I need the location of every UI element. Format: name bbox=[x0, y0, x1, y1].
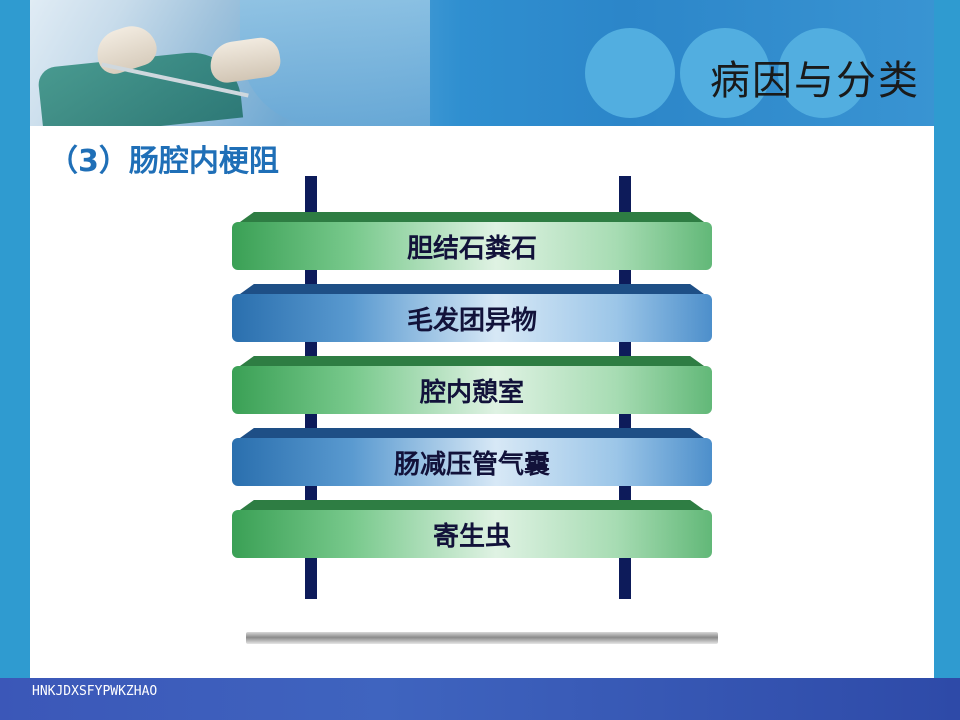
base-shadow bbox=[246, 632, 718, 644]
header-banner: 病因与分类 bbox=[0, 0, 960, 126]
cause-label: 腔内憩室 bbox=[419, 377, 524, 408]
cause-label: 胆结石粪石 bbox=[406, 233, 537, 264]
footer-band bbox=[0, 678, 960, 720]
cause-label: 寄生虫 bbox=[432, 521, 511, 552]
surgery-photo bbox=[0, 0, 430, 126]
decor-circle bbox=[585, 28, 675, 118]
cause-bar: 毛发团异物 bbox=[232, 284, 712, 342]
cause-bar: 胆结石粪石 bbox=[232, 212, 712, 270]
cause-label: 毛发团异物 bbox=[406, 305, 537, 336]
slide-title: 病因与分类 bbox=[710, 58, 920, 104]
section-subtitle: （3）肠腔内梗阻 bbox=[48, 144, 279, 179]
cause-label: 肠减压管气囊 bbox=[393, 449, 550, 480]
cause-bar: 腔内憩室 bbox=[232, 356, 712, 414]
footer-code: HNKJDXSFYPWKZHAO bbox=[32, 684, 158, 699]
cause-bar: 寄生虫 bbox=[232, 500, 712, 558]
decor-circle bbox=[680, 28, 770, 118]
frame-left bbox=[0, 0, 30, 720]
decor-circle bbox=[778, 28, 868, 118]
frame-right bbox=[934, 0, 960, 720]
cause-bar: 肠减压管气囊 bbox=[232, 428, 712, 486]
